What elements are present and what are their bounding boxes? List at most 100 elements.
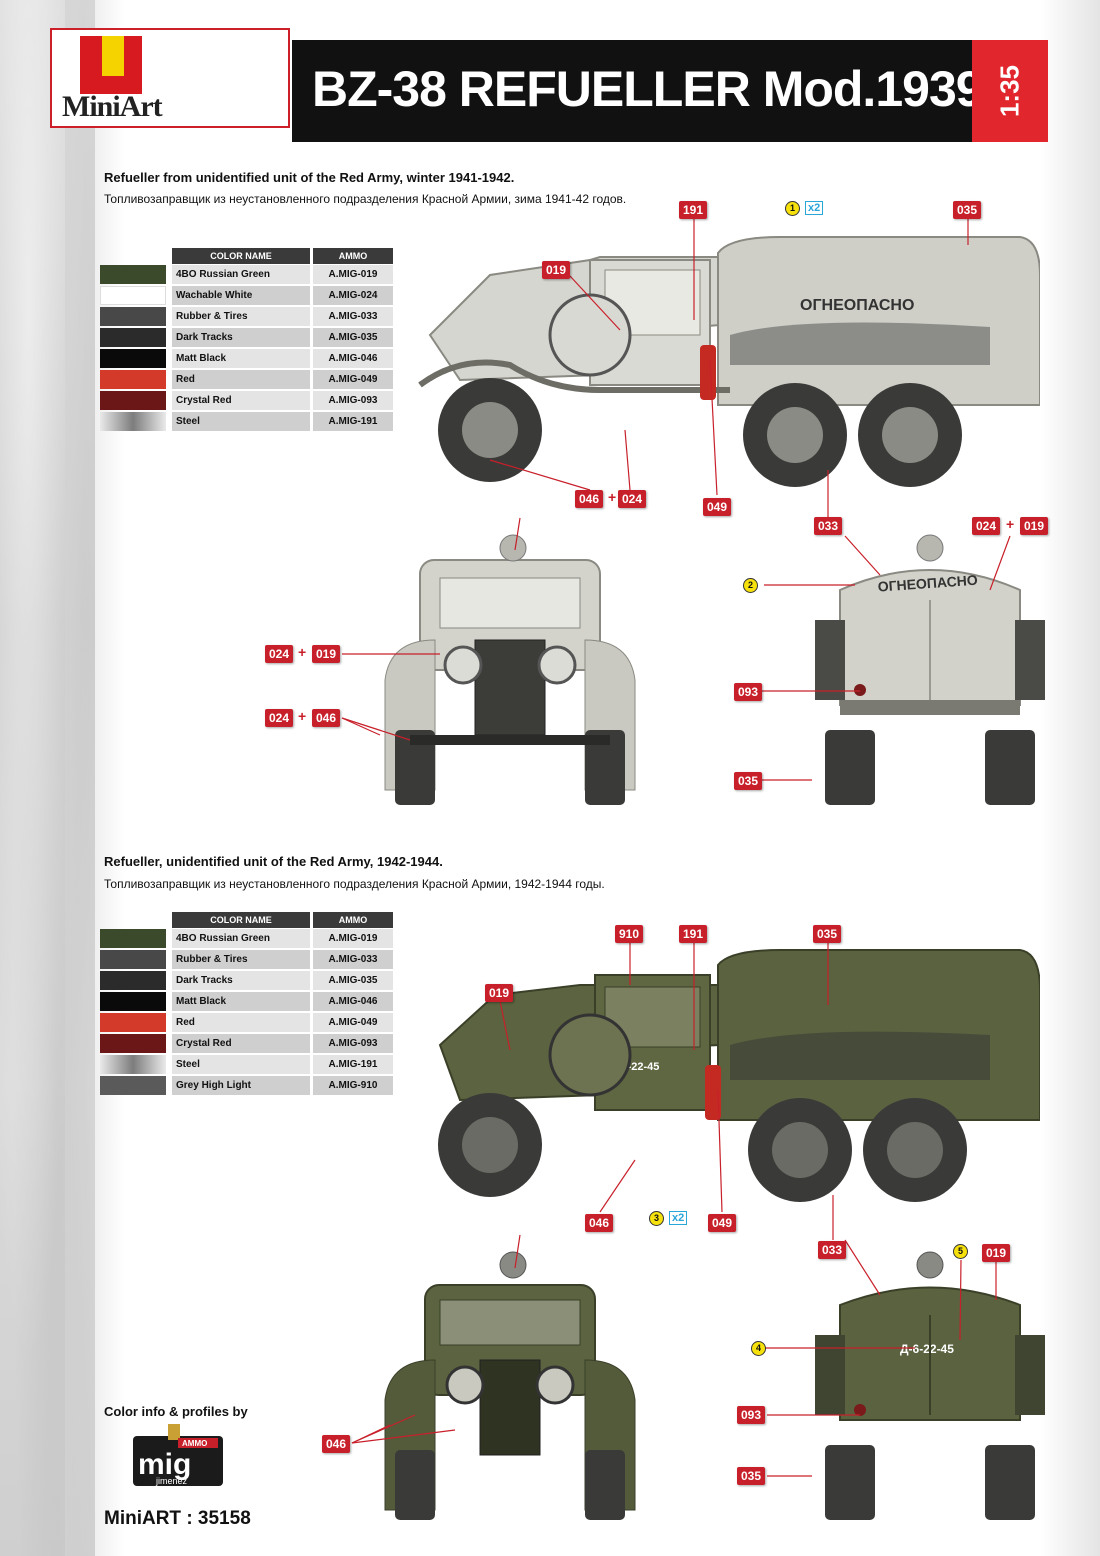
color-name: Crystal Red [172,391,310,410]
callout-035: 035 [737,1467,766,1485]
ammo-code: A.MIG-019 [313,929,393,948]
callout-046: 046 [585,1214,614,1232]
color-name: Red [172,370,310,389]
mig-main-text: mig [138,1448,191,1481]
callout-024: 024 [972,517,1001,535]
callout-024: 024 [265,645,294,663]
callout-046: 046 [312,709,341,727]
callout-035: 035 [734,772,763,790]
color-name: Matt Black [172,349,310,368]
callout-049: 049 [703,498,732,516]
color-swatch [100,971,166,990]
ammo-code: A.MIG-046 [313,349,393,368]
plus-sign: + [608,489,617,505]
color-name: Rubber & Tires [172,950,310,969]
scheme2-front-view [384,1251,636,1520]
scheme2-subtitle: Топливозаправщик из неустановленного под… [104,877,605,891]
color-name: Dark Tracks [172,328,310,347]
rear-plate: Д-6-22-45 [900,1342,954,1356]
callout-191: 191 [679,201,708,219]
table-header: COLOR NAME AMMO [172,248,395,264]
ammo-code: A.MIG-049 [313,370,393,389]
color-name: Steel [172,1055,310,1074]
color-swatch [100,370,166,389]
callout-046: 046 [322,1435,351,1453]
color-name: Crystal Red [172,1034,310,1053]
marking-x2: x2 [805,201,824,215]
mig-top-text: AMMO [182,1439,207,1448]
callout-093: 093 [737,1406,766,1424]
miniart-logo: MiniArt [50,28,290,128]
ammo-code: A.MIG-046 [313,992,393,1011]
color-swatch [100,1076,166,1095]
stone-texture-left [0,0,125,1556]
scheme1-side-view: ОГНЕОПАСНО [418,236,1040,487]
side-body: ОГНЕОПАСНО [418,236,1040,406]
logo-yellow-block [102,36,124,76]
scale-label: 1:35 [994,64,1025,118]
ammo-code: A.MIG-093 [313,391,393,410]
col-color-name: COLOR NAME [172,912,310,928]
ammo-code: A.MIG-019 [313,265,393,284]
color-swatch [100,929,166,948]
page-title: BZ-38 REFUELLER Mod.1939 [312,61,984,117]
plus-sign: + [1006,516,1015,532]
tank-warning-text: ОГНЕОПАСНО [800,297,914,314]
ammo-code: A.MIG-910 [313,1076,393,1095]
ammo-code: A.MIG-033 [313,950,393,969]
rear-warning-text: ОГНЕОПАСНО [877,572,978,595]
callout-046: 046 [575,490,604,508]
header: MiniArt BZ-38 REFUELLER Mod.1939 1:35 [0,0,1100,160]
color-swatch [100,265,166,284]
callout-033: 033 [814,517,843,535]
brand-name: MiniArt [62,90,163,123]
color-name: 4BO Russian Green [172,265,310,284]
ammo-code: A.MIG-035 [313,971,393,990]
color-swatch [100,286,166,305]
title-bar: BZ-38 REFUELLER Mod.1939 [292,40,984,142]
marking-2: 2 [743,578,758,593]
scale-badge: 1:35 [972,40,1048,142]
ammo-code: A.MIG-093 [313,1034,393,1053]
callout-191: 191 [679,925,708,943]
color-name: Red [172,1013,310,1032]
callout-024: 024 [618,490,647,508]
callout-093: 093 [734,683,763,701]
table-header: COLOR NAME AMMO [172,912,395,928]
callout-035: 035 [953,201,982,219]
color-swatch [100,1034,166,1053]
scheme2-title: Refueller, unidentified unit of the Red … [104,854,443,869]
marking-1: 1 [785,201,800,216]
color-swatch [100,1013,166,1032]
color-swatch [100,992,166,1011]
plus-sign: + [298,644,307,660]
marking-x2: x2 [669,1211,688,1225]
color-swatch [100,328,166,347]
ammo-mig-logo: AMMO mig jimenez [133,1424,223,1486]
callout-019: 019 [982,1244,1011,1262]
color-name: Wachable White [172,286,310,305]
color-name: Dark Tracks [172,971,310,990]
plus-sign: + [298,708,307,724]
col-ammo: AMMO [313,248,393,264]
scheme1-title: Refueller from unidentified unit of the … [104,170,515,185]
ammo-code: A.MIG-033 [313,307,393,326]
callout-019: 019 [542,261,571,279]
callout-019: 019 [1020,517,1049,535]
scheme1-subtitle: Топливозаправщик из неустановленного под… [104,192,627,206]
ammo-code: A.MIG-024 [313,286,393,305]
callout-033: 033 [818,1241,847,1259]
color-swatch [100,349,166,368]
